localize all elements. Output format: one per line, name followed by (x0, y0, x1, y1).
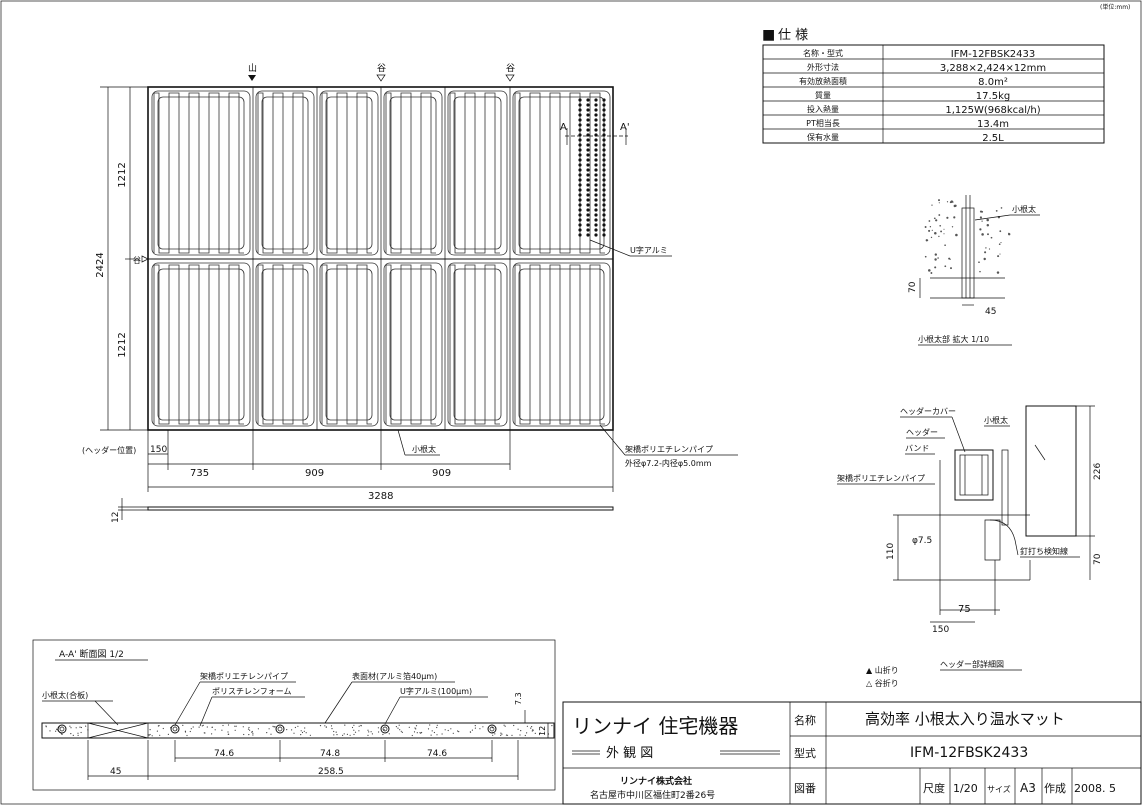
fold-valley-2-label: 谷 (506, 63, 515, 74)
fold-valley-icon (505, 74, 515, 82)
section-surface-label: 表面材(アルミ箔40μm) (352, 671, 437, 681)
dim-12: 12 (111, 512, 121, 523)
section-dim-12: 12 (538, 726, 547, 736)
spec-label: 質量 (815, 90, 831, 100)
section-a2-label: A' (620, 122, 630, 133)
dim-3288: 3288 (368, 491, 393, 502)
spec-value: 8.0m² (978, 77, 1008, 88)
dim-70: 70 (908, 281, 918, 293)
section-dim-746b: 74.6 (427, 749, 447, 759)
dim-909a: 909 (305, 468, 324, 479)
u-alumi-strips (578, 98, 606, 237)
legend-mountain: ▲ 山折り (866, 665, 899, 675)
section-foam-label: ポリスチレンフォーム (212, 687, 292, 696)
dim-909b: 909 (432, 468, 451, 479)
dim-150-h: 150 (932, 625, 949, 635)
konedaa-caption: 小根太部 拡大 1/10 (918, 334, 989, 344)
scale-value: 1/20 (953, 782, 978, 795)
spec-label: 名称・型式 (803, 48, 843, 58)
header-pipe-label: 架橋ポリエチレンパイプ (837, 473, 925, 483)
section-title: A-A' 断面図 1/2 (59, 648, 124, 660)
header-konedaa-label: 小根太 (984, 415, 1008, 425)
section-view: A-A' 断面図 1/2 架橋ポリエチレンパイプ ポリスチレンフォーム 表面材(… (32, 639, 556, 791)
pipe-serpentine (151, 90, 611, 427)
model-label: 型式 (794, 746, 816, 760)
dim-150: 150 (150, 445, 167, 455)
fold-valley-icon (376, 74, 386, 82)
band-label: バンド (905, 444, 929, 453)
spec-value: 2.5L (982, 133, 1004, 144)
section-dim-748: 74.8 (320, 749, 340, 759)
title-block: リンナイ 住宅機器 外 観 図 リンナイ株式会社 名古屋市中川区福住町2番26号… (562, 701, 1142, 805)
section-dim-746a: 74.6 (214, 749, 234, 759)
spec-heading-mark: ■ (762, 27, 775, 43)
name-label: 名称 (794, 713, 816, 727)
nail-line-label: 釘打ち検知線 (1020, 546, 1068, 556)
dim-735: 735 (190, 468, 209, 479)
dim-110: 110 (886, 543, 896, 560)
header-label: ヘッダー (906, 427, 938, 437)
section-dim-73: 7.3 (514, 692, 523, 705)
spec-value: IFM-12FBSK2433 (951, 49, 1035, 60)
scale-label: 尺度 (923, 781, 945, 795)
section-pipe-label: 架橋ポリエチレンパイプ (200, 671, 288, 681)
header-position-label: (ヘッダー位置) (82, 445, 136, 455)
spec-label: 外形寸法 (807, 62, 839, 72)
dim-75: 75 (958, 604, 971, 615)
phi-label: φ7.5 (912, 536, 932, 546)
label-pipe-dims: 外径φ7.2-内径φ5.0mm (625, 458, 712, 468)
legend-valley: △ 谷折り (866, 678, 899, 688)
spec-label: 保有水量 (807, 132, 839, 142)
spec-label: 有効放熱面積 (799, 76, 847, 86)
spec-table: (単位:mm) ■ 仕 様 名称・型式 IFM-12FBSK2433 外形寸法 3,2… (762, 3, 1130, 144)
label-u-alumi: U字アルミ (630, 245, 668, 255)
dim-upper: 1212 (117, 162, 128, 187)
spec-value: 13.4m (977, 119, 1009, 130)
date-value: 2008. 5 (1074, 782, 1116, 795)
header-detail: 226 70 110 75 150 ヘッダーカバー 小根太 ヘッダー バンド 架… (837, 405, 1103, 688)
spec-label: PT相当長 (806, 118, 840, 128)
spec-value: 3,288×2,424×12mm (940, 63, 1046, 74)
header-caption: ヘッダー部詳細図 (940, 659, 1004, 669)
section-u-alumi-label: U字アルミ(100μm) (400, 686, 472, 696)
section-dim-2585: 258.5 (318, 767, 344, 777)
fold-valley-side-label: 谷 (133, 256, 141, 265)
plan-view: 山 谷 谷 A A' 谷 2424 1212 1212 (82, 63, 738, 523)
label-konedaa: 小根太 (412, 444, 436, 454)
fold-mountain-icon (248, 75, 256, 81)
spec-label: 投入熱量 (807, 104, 839, 114)
size-label: サイズ (987, 784, 1011, 794)
fold-mountain-label: 山 (248, 63, 257, 74)
dim-70-h: 70 (1093, 553, 1103, 565)
spec-value: 17.5kg (976, 91, 1010, 102)
dim-226: 226 (1093, 463, 1103, 480)
drawing-kind: 外 観 図 (606, 746, 653, 761)
spec-value: 1,125W(968kcal/h) (945, 105, 1040, 116)
size-value: A3 (1020, 781, 1036, 795)
company-address: 名古屋市中川区福住町2番26号 (590, 789, 715, 801)
name-value: 高効率 小根太入り温水マット (865, 710, 1065, 728)
spec-heading: 仕 様 (778, 28, 808, 43)
company-logo: リンナイ 住宅機器 (572, 714, 738, 738)
fold-valley-1-label: 谷 (377, 63, 386, 74)
drawing-no-label: 図番 (794, 782, 816, 795)
dim-lower: 1212 (117, 332, 128, 357)
model-value: IFM-12FBSK2433 (910, 745, 1028, 761)
date-label: 作成 (1044, 782, 1066, 795)
konedaa-label: 小根太 (1012, 204, 1036, 214)
company-name: リンナイ株式会社 (620, 775, 692, 787)
label-pipe: 架橋ポリエチレンパイプ (625, 444, 713, 454)
section-dim-45: 45 (110, 767, 121, 777)
header-cover-label: ヘッダーカバー (900, 406, 956, 416)
dim-total-height: 2424 (95, 252, 106, 277)
unit-note: (単位:mm) (1100, 3, 1130, 11)
section-a-label: A (560, 122, 567, 133)
section-konedaa-label: 小根太(合板) (42, 690, 88, 700)
dim-45: 45 (985, 307, 996, 317)
konedaa-detail: 小根太 70 45 小根太部 拡大 1/10 (908, 195, 1040, 346)
